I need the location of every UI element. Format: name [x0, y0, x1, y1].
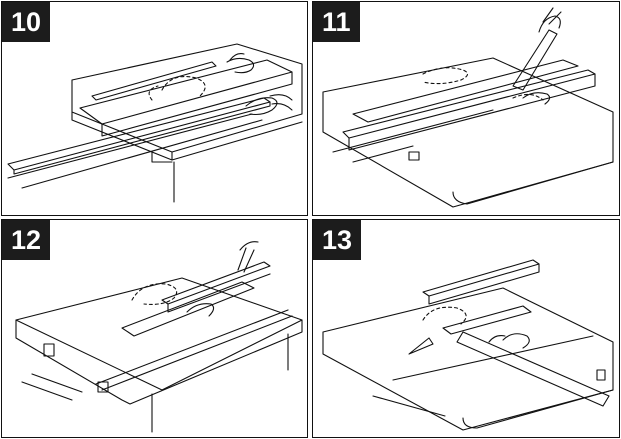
figure-panel-12: 12: [1, 219, 308, 438]
figure-panel-11: 11: [312, 1, 620, 216]
figure-panel-10: 10: [1, 1, 308, 216]
push-stick-rip-illustration: [313, 2, 620, 216]
step-number-badge: 13: [313, 220, 362, 260]
step-number-badge: 11: [313, 2, 360, 42]
step-number-badge: 12: [2, 220, 51, 260]
narrow-rip-illustration: [2, 220, 308, 438]
crosscut-miter-gauge-illustration: [313, 220, 620, 438]
rip-cut-illustration: [2, 2, 308, 216]
step-number-badge: 10: [2, 2, 51, 42]
figure-panel-13: 13: [312, 219, 620, 438]
